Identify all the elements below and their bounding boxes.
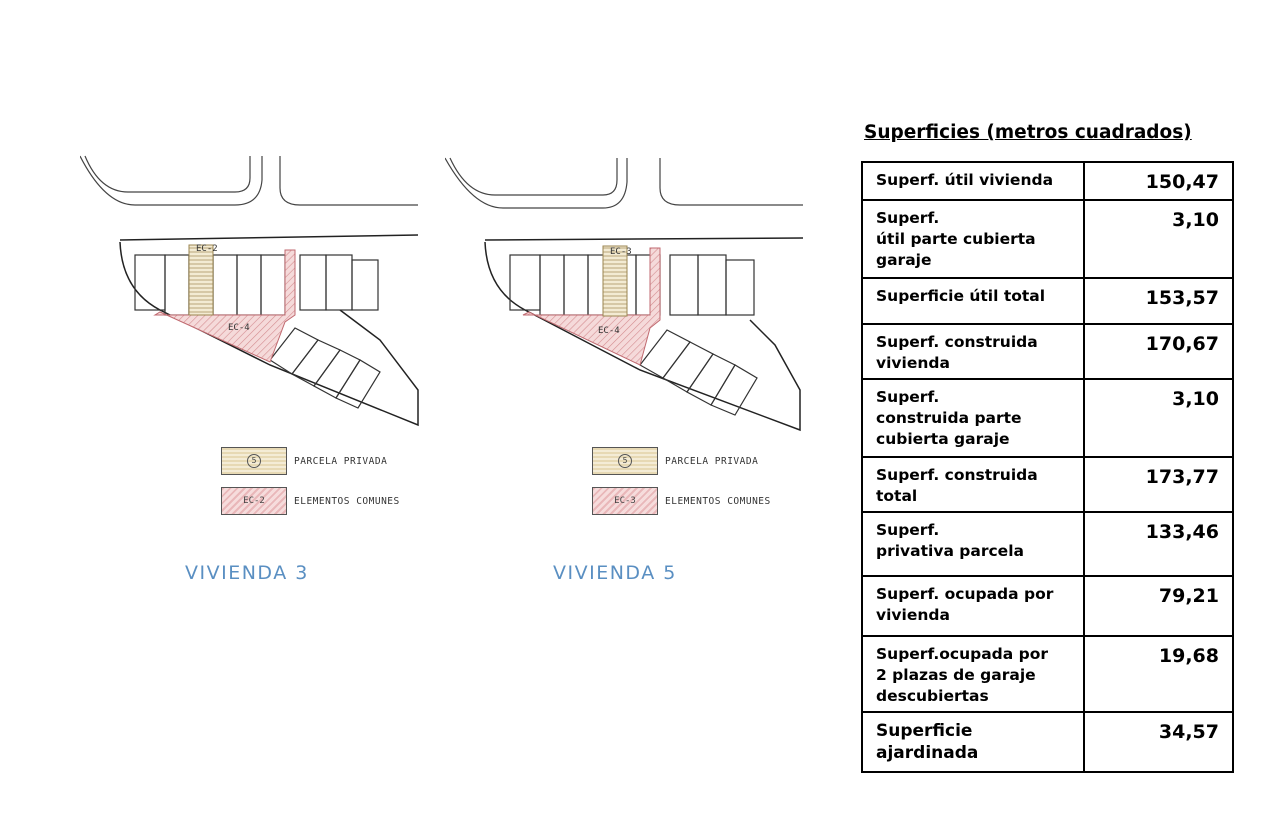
table-row: Superf. construida vivienda 170,67	[861, 323, 1234, 380]
legend-common-elements: EC-3 ELEMENTOS COMUNES	[592, 487, 771, 515]
plan-caption-vivienda-5: VIVIENDA 5	[553, 562, 677, 584]
surface-label-line: Superf. construida	[876, 333, 1038, 351]
table-row: Superf. construida total 173,77	[861, 456, 1234, 513]
plan-caption-vivienda-3: VIVIENDA 3	[185, 562, 309, 584]
legend-label: PARCELA PRIVADA	[665, 455, 759, 467]
parcel-number-badge: 5	[247, 454, 261, 468]
street-curbs	[80, 155, 418, 206]
surface-label-line: Superf. ocupada por	[876, 585, 1054, 603]
common-elements-swatch: EC-3	[592, 487, 658, 515]
private-parcel-shape	[188, 244, 214, 316]
surface-label-line: ajardinada	[876, 743, 979, 763]
surface-label-line: Superficie útil total	[876, 287, 1046, 305]
surface-label: Superf. construida total	[861, 456, 1085, 513]
surface-value: 150,47	[1083, 161, 1234, 201]
legend-private-parcel: 5 PARCELA PRIVADA	[592, 447, 758, 475]
surface-value: 19,68	[1083, 635, 1234, 713]
private-parcel-swatch: 5	[592, 447, 658, 475]
surface-label: Superficie útil total	[861, 277, 1085, 325]
block-outline	[119, 234, 419, 427]
surface-label-line: 2 plazas de garaje	[876, 666, 1036, 684]
private-parcel-code: EC-2	[196, 244, 218, 254]
surface-label-line: total	[876, 487, 918, 505]
table-row: Superf. útil vivienda 150,47	[861, 161, 1234, 201]
legend-label: ELEMENTOS COMUNES	[665, 495, 771, 507]
common-swatch-code: EC-2	[243, 496, 265, 506]
surface-value: 133,46	[1083, 511, 1234, 577]
surface-label-line: Superf. útil vivienda	[876, 171, 1054, 189]
surface-value: 34,57	[1083, 711, 1234, 773]
surface-value: 3,10	[1083, 199, 1234, 279]
surface-value: 3,10	[1083, 378, 1234, 458]
surface-value: 173,77	[1083, 456, 1234, 513]
table-row: Superficie útil total 153,57	[861, 277, 1234, 325]
common-area-code: EC-4	[598, 326, 620, 336]
legend-common-elements: EC-2 ELEMENTOS COMUNES	[221, 487, 400, 515]
surface-label-line: construida parte	[876, 409, 1022, 427]
surfaces-table-title: Superficies (metros cuadrados)	[864, 122, 1192, 143]
site-plan-vivienda-3: EC-2 EC-4	[80, 155, 419, 427]
private-parcel-swatch: 5	[221, 447, 287, 475]
legend-label: ELEMENTOS COMUNES	[294, 495, 400, 507]
surface-label: Superf. privativa parcela	[861, 511, 1085, 577]
surface-value: 170,67	[1083, 323, 1234, 380]
common-area-shape	[153, 249, 296, 363]
surface-label-line: Superf.	[876, 388, 940, 406]
surface-label-line: Superf.ocupada por	[876, 645, 1048, 663]
site-plan-vivienda-5: EC-3 EC-4	[445, 157, 804, 432]
parcel-number-badge: 5	[618, 454, 632, 468]
common-swatch-code: EC-3	[614, 496, 636, 506]
block-outline	[484, 237, 804, 432]
legend-private-parcel: 5 PARCELA PRIVADA	[221, 447, 387, 475]
surface-label-line: Superf.	[876, 209, 940, 227]
table-row: Superf. construida parte cubierta garaje 3,…	[861, 378, 1234, 458]
surface-label-line: Superf. construida	[876, 466, 1038, 484]
surface-label-line: garaje	[876, 251, 932, 269]
surface-label-line: Superf.	[876, 521, 940, 539]
surface-value: 79,21	[1083, 575, 1234, 637]
surface-label-line: Superficie	[876, 721, 973, 741]
common-elements-swatch: EC-2	[221, 487, 287, 515]
surface-label-line: vivienda	[876, 606, 950, 624]
legend-label: PARCELA PRIVADA	[294, 455, 388, 467]
surface-label: Superf. construida parte cubierta garaje	[861, 378, 1085, 458]
table-row: Superf. útil parte cubierta garaje 3,10	[861, 199, 1234, 279]
common-area-shape	[522, 247, 661, 366]
surface-label-line: útil parte cubierta	[876, 230, 1036, 248]
table-row: Superf.ocupada por 2 plazas de garaje desc…	[861, 635, 1234, 713]
private-parcel-shape	[602, 245, 628, 317]
surface-label: Superf. útil vivienda	[861, 161, 1085, 201]
street-curbs	[445, 157, 803, 209]
surface-label-line: descubiertas	[876, 687, 989, 705]
surface-label: Superf. ocupada por vivienda	[861, 575, 1085, 637]
table-row: Superf. ocupada por vivienda 79,21	[861, 575, 1234, 637]
surface-label: Superf. construida vivienda	[861, 323, 1085, 380]
surface-label: Superf.ocupada por 2 plazas de garaje desc…	[861, 635, 1085, 713]
surface-label-line: cubierta garaje	[876, 430, 1010, 448]
surface-label: Superf. útil parte cubierta garaje	[861, 199, 1085, 279]
surface-label-line: vivienda	[876, 354, 950, 372]
surface-label-line: privativa parcela	[876, 542, 1024, 560]
private-parcel-code: EC-3	[610, 247, 632, 257]
table-row: Superf. privativa parcela 133,46	[861, 511, 1234, 577]
surface-value: 153,57	[1083, 277, 1234, 325]
common-area-code: EC-4	[228, 323, 250, 333]
